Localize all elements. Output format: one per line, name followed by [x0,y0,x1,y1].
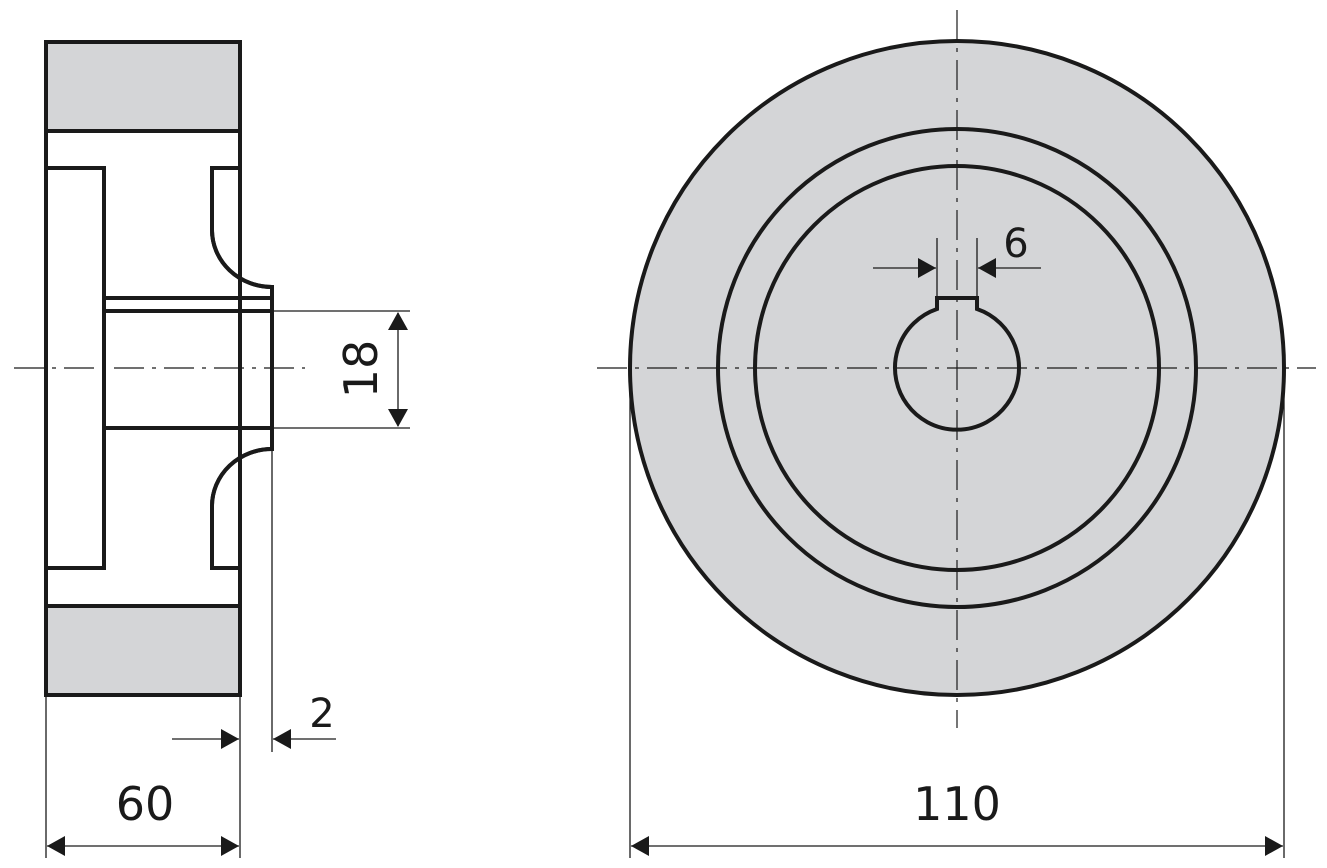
dim-bore-18: 18 [334,340,388,399]
side-section-view: 18 60 2 [14,40,410,858]
arrow-icon [631,836,649,856]
arrow-icon [273,729,291,749]
arrow-icon [388,409,408,427]
bore-with-keyway [893,296,1021,432]
rim-bottom [44,604,242,697]
front-view: 110 6 [597,10,1316,858]
dim-offset-2: 2 [309,691,334,737]
arrow-icon [221,729,239,749]
arrow-icon [388,312,408,330]
dim-outer-diameter-110: 110 [913,777,1001,831]
arrow-icon [978,258,996,278]
fillet-bottom [210,447,273,568]
arrow-icon [918,258,936,278]
cavity-right-fill [214,170,238,566]
arrow-icon [47,836,65,856]
arrow-icon [1265,836,1283,856]
arrow-icon [221,836,239,856]
bore-section [102,296,274,430]
fillet-top [210,168,273,289]
dim-keyway-6: 6 [1003,221,1028,267]
rim-top [44,40,242,133]
dim-width-60: 60 [116,777,175,831]
